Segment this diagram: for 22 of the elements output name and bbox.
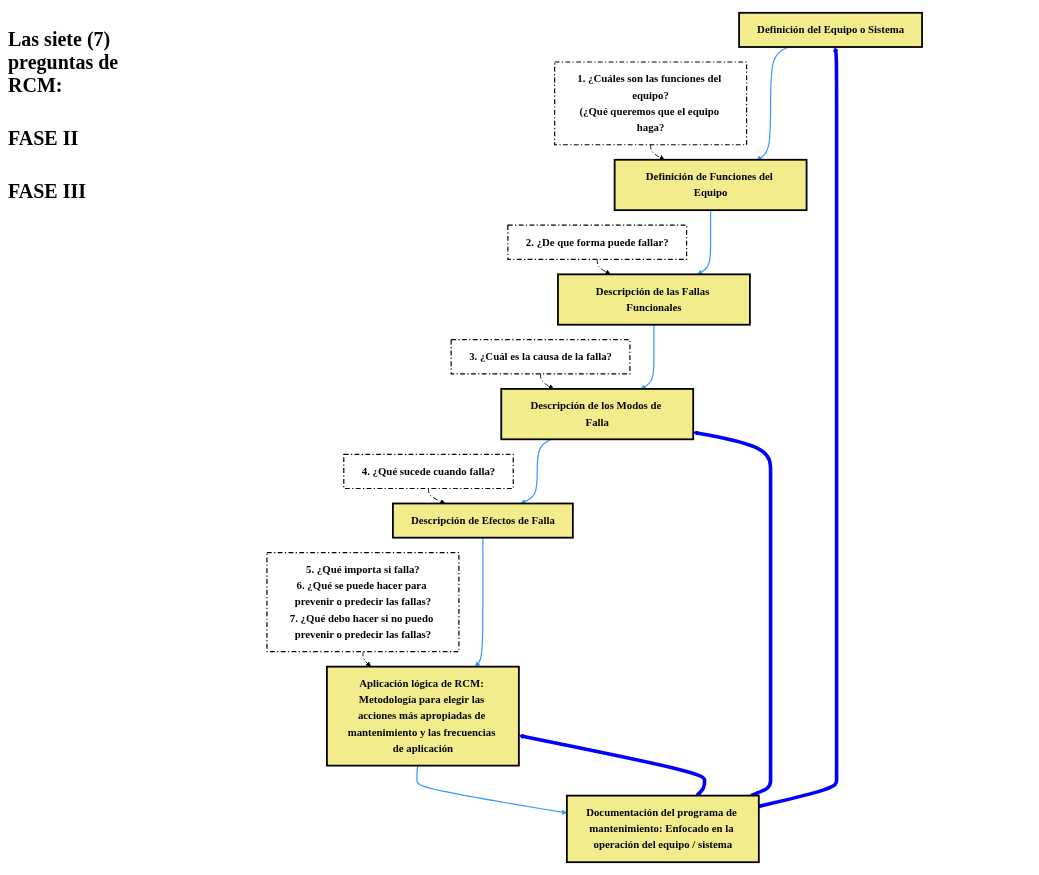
node-box: 5. ¿Qué importa si falla? 6. ¿Qué se puede hacer para prevenir o predecir las fallas? 7. ¿Qué debo hacer si no puedo prevenir o predecir las fallas? <box>266 552 460 653</box>
node-box: Definición del Equipo o Sistema <box>738 11 923 48</box>
arrow <box>756 46 790 160</box>
node-box: 1. ¿Cuáles son las funciones del equipo? (¿Qué queremos que el equipo haga? <box>554 61 748 146</box>
arrow <box>474 537 484 667</box>
node-box: 2. ¿De que forma puede fallar? <box>507 224 688 260</box>
node-box: 3. ¿Cuál es la causa de la falla? <box>450 339 631 375</box>
node-box: Aplicación lógica de RCM: Metodología para elegir las acciones más apropiadas de mantenimiento y las frecuencias de aplicación <box>326 665 520 767</box>
label-text: FASE II <box>8 127 80 150</box>
node-box: Descripción de los Modos de Falla <box>500 388 695 441</box>
node-box: Descripción de Efectos de Falla <box>392 502 574 539</box>
node-box: 4. ¿Qué sucede cuando falla? <box>343 453 514 490</box>
node-box: Descripción de las Fallas Funcionales <box>557 273 751 326</box>
arrow <box>518 733 707 797</box>
label-text: Las siete (7) preguntas de RCM: <box>8 28 120 97</box>
node-box: Documentación del programa de mantenimiento: Enfocado en la operación del equipo / sistema <box>565 794 760 864</box>
arrow <box>697 209 712 275</box>
label-text: FASE III <box>8 180 87 203</box>
arrow <box>758 46 839 809</box>
arrow <box>520 438 552 504</box>
node-box: Definición de Funciones del Equipo <box>613 158 808 212</box>
arrow <box>640 324 655 390</box>
